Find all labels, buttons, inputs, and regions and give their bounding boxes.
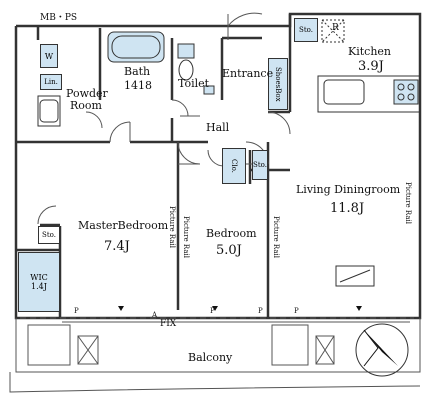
compass-icon [355,323,409,377]
toilet-label: Toilet [178,77,210,90]
p-label-2: P [210,307,215,315]
kitchen-storage-label: Sto. [299,26,313,34]
washer-box: W [40,44,58,68]
hall-storage-label: Sto. [253,161,267,169]
balcony-label: Balcony [188,351,233,364]
wic-box: WIC 1.4J [18,252,60,312]
hall-storage-box: Sto. [252,150,268,180]
living-label: Living Diningroom [296,183,401,196]
bedroom-label: Bedroom [206,227,257,240]
picture-rail-2: Picture Rail [182,216,190,258]
picture-rail-1: Picture Rail [168,206,176,248]
balcony-area [9,317,421,393]
wic-area: 1.4J [31,282,47,291]
fix-label: FIX [160,319,177,329]
kitchen-area: 3.9J [358,59,384,74]
wic-label: WIC [30,273,48,282]
shoes-box-label: ShoesBox [274,66,282,102]
p-label-3: P [258,307,263,315]
shoes-box: ShoesBox [268,58,288,110]
master-storage-box: Sto. [38,226,60,244]
kitchen-storage-box: Sto. [294,18,318,42]
picture-rail-3: Picture Rail [272,216,280,258]
p-label-4: P [294,307,299,315]
entrance-label: Entrance [222,67,274,80]
master-bedroom-area: 7.4J [104,239,130,254]
sink-icon [39,99,59,123]
master-bedroom-label: MasterBedroom [78,219,169,232]
closet-label: Clo. [230,159,238,173]
mb-ps-label: MB・PS [40,13,78,23]
p-label-1: P [74,307,79,315]
bath-size: 1418 [124,79,152,92]
living-area: 11.8J [330,201,365,216]
refrigerator-label: R [332,23,339,33]
kitchen-label: Kitchen [348,45,391,58]
bedroom-area: 5.0J [216,243,242,258]
stove-icon [393,79,419,105]
linen-box: Lin. [40,74,62,90]
master-storage-label: Sto. [42,231,56,239]
washer-label: W [44,51,54,61]
picture-rail-4: Picture Rail [404,182,412,224]
linen-label: Lin. [44,78,58,86]
powder-room-label-1: Powder [66,87,108,100]
closet-box: Clo. [222,148,246,184]
sink-icon [323,79,365,105]
powder-room-label-2: Room [70,99,102,112]
fixtures [37,19,421,287]
hall-label: Hall [206,121,230,134]
toilet-icon [178,59,194,81]
a-label: A [152,311,158,319]
window-markers [118,306,362,311]
bathtub-icon [107,31,165,63]
bath-label: Bath [124,65,151,78]
